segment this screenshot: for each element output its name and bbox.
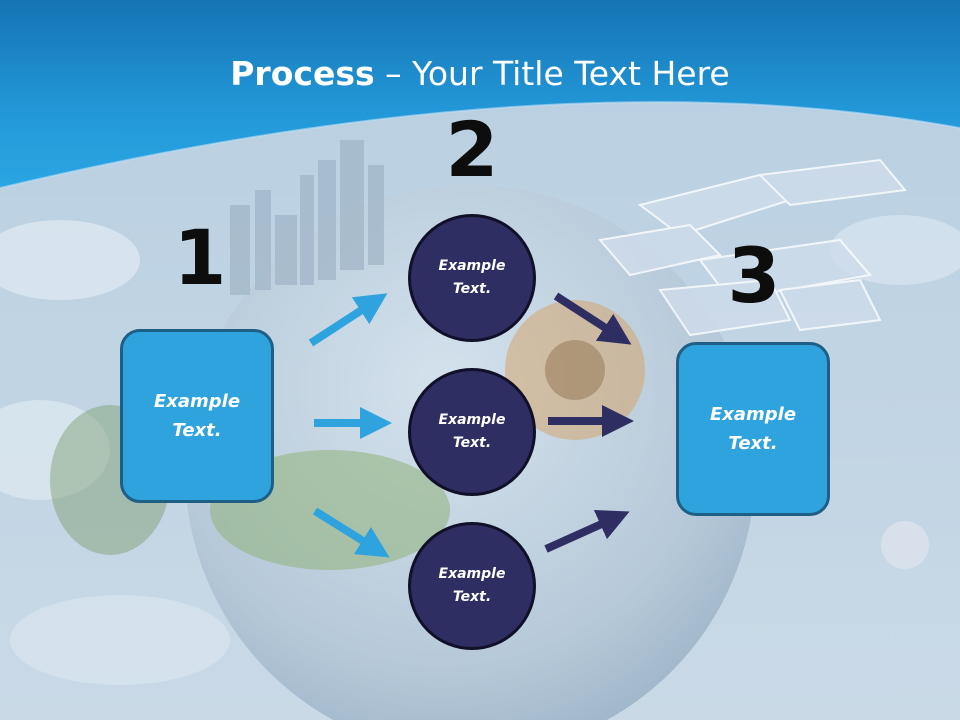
arrow-1-to-2c	[312, 507, 390, 558]
step-2-circle-1: Example Text.	[408, 214, 536, 342]
step-3-text: Example Text.	[709, 404, 797, 454]
arrow-1-to-2a	[308, 293, 388, 347]
title-rest: Your Title Text Here	[412, 54, 730, 93]
step-2-circle-2: Example Text.	[408, 368, 536, 496]
step-2-circle-1-text: Example Text.	[438, 258, 506, 297]
title-dash: –	[374, 54, 413, 93]
step-2-circle-2-text: Example Text.	[438, 412, 506, 451]
step-1-number: 1	[173, 213, 227, 302]
step-2-number: 2	[445, 105, 499, 194]
page-title: Process – Your Title Text Here	[0, 52, 960, 96]
step-3-number: 3	[727, 231, 781, 320]
step-2-circle-3-text: Example Text.	[438, 566, 506, 605]
step-2-circle-3: Example Text.	[408, 522, 536, 650]
step-1-box: Example Text.	[120, 329, 274, 503]
arrow-2c-to-3	[544, 509, 630, 553]
step-1-text: Example Text.	[153, 391, 241, 441]
step-3-box: Example Text.	[676, 342, 830, 516]
title-bold: Process	[230, 54, 375, 93]
arrow-2a-to-3	[553, 292, 632, 345]
